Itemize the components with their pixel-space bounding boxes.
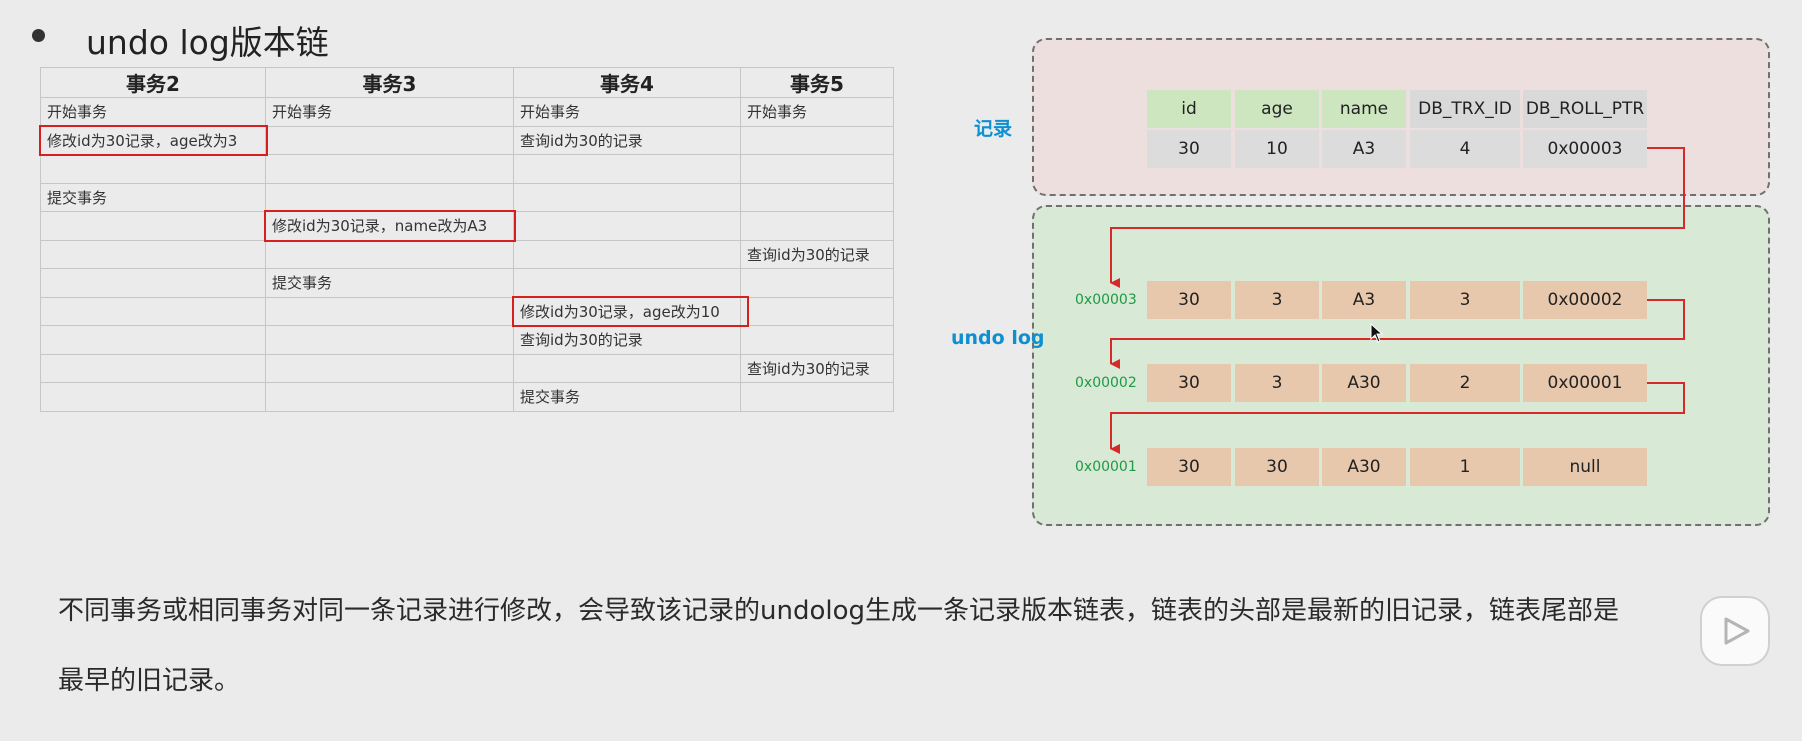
undo-entry-value: A3	[1322, 281, 1406, 319]
table-cell	[740, 296, 894, 326]
table-cell	[265, 296, 514, 326]
table-cell: 提交事务	[513, 382, 741, 412]
record-value: A3	[1322, 130, 1406, 168]
cell-text: 开始事务	[520, 103, 581, 122]
cell-text: 修改id为30记录，name改为A3	[272, 217, 488, 236]
table-cell	[513, 182, 741, 212]
cell-text: 提交事务	[520, 388, 581, 407]
cursor-icon	[1370, 323, 1384, 343]
undo-entry-address: 0x00002	[1075, 375, 1137, 391]
table-cell: 查询id为30的记录	[740, 239, 894, 269]
table-cell	[265, 125, 514, 155]
table-cell: 查询id为30的记录	[740, 353, 894, 383]
record-value: 30	[1147, 130, 1231, 168]
table-cell: 开始事务	[513, 97, 741, 127]
table-cell: 开始事务	[265, 97, 514, 127]
table-cell	[40, 353, 266, 383]
record-value: 4	[1410, 130, 1520, 168]
table-cell	[513, 268, 741, 298]
undo-entry-value: 3	[1410, 281, 1520, 319]
table-row: 提交事务	[40, 182, 894, 212]
cell-text: 修改id为30记录，age改为3	[47, 131, 238, 150]
cell-text: 提交事务	[47, 188, 108, 207]
cell-text: 查询id为30的记录	[520, 331, 643, 350]
arrow-0x00002-to-0x00001	[1110, 382, 1685, 454]
table-cell	[740, 382, 894, 412]
undo-entry-value: A30	[1322, 448, 1406, 486]
record-column-header: age	[1235, 90, 1319, 128]
arrow-record-to-0x00003	[1110, 147, 1685, 288]
description-line-2: 最早的旧记录。	[58, 666, 241, 696]
undo-entry-value: 3	[1235, 364, 1319, 402]
arrow-0x00003-to-0x00002	[1110, 299, 1685, 369]
table-row: 提交事务	[40, 268, 894, 298]
table-cell	[513, 353, 741, 383]
page-title: undo log版本链	[86, 23, 329, 62]
undo-entry-value: 30	[1235, 448, 1319, 486]
play-button[interactable]	[1700, 596, 1770, 666]
undo-log-label: undo log	[951, 327, 1045, 349]
table-cell	[265, 382, 514, 412]
cell-text: 查询id为30的记录	[747, 359, 870, 378]
table-header: 事务2	[40, 67, 266, 98]
table-cell: 查询id为30的记录	[513, 125, 741, 155]
cell-text: 修改id为30记录，age改为10	[520, 302, 720, 321]
table-cell	[40, 325, 266, 355]
record-value: 10	[1235, 130, 1319, 168]
table-cell	[40, 382, 266, 412]
undo-entry-value: 3	[1235, 281, 1319, 319]
undo-entry-value: null	[1523, 448, 1647, 486]
undo-entry-address: 0x00001	[1075, 459, 1137, 475]
cell-text: 开始事务	[272, 103, 333, 122]
table-cell: 修改id为30记录，name改为A3	[264, 210, 516, 242]
undo-entry-value: 0x00001	[1523, 364, 1647, 402]
table-row	[40, 154, 894, 184]
undo-entry-value: 0x00002	[1523, 281, 1647, 319]
table-row: 查询id为30的记录	[40, 239, 894, 269]
record-column-header: DB_ROLL_PTR	[1523, 90, 1647, 128]
table-row: 查询id为30的记录	[40, 353, 894, 383]
description-line-1: 不同事务或相同事务对同一条记录进行修改，会导致该记录的undolog生成一条记录…	[58, 596, 1620, 626]
table-cell: 提交事务	[40, 182, 266, 212]
undo-entry-value: 2	[1410, 364, 1520, 402]
undo-entry-value: 30	[1147, 364, 1231, 402]
bullet-icon	[32, 29, 45, 42]
table-header: 事务4	[513, 67, 741, 98]
record-column-header: DB_TRX_ID	[1410, 90, 1520, 128]
undo-entry-value: A30	[1322, 364, 1406, 402]
record-label: 记录	[974, 118, 1013, 140]
table-cell	[740, 125, 894, 155]
undo-entry-value: 30	[1147, 281, 1231, 319]
table-cell	[265, 154, 514, 184]
table-cell	[740, 325, 894, 355]
table-cell	[265, 353, 514, 383]
table-row: 查询id为30的记录	[40, 325, 894, 355]
cell-text: 提交事务	[272, 274, 333, 293]
cell-text: 查询id为30的记录	[520, 131, 643, 150]
cell-text: 开始事务	[747, 103, 808, 122]
record-column-header: id	[1147, 90, 1231, 128]
undo-entry-value: 30	[1147, 448, 1231, 486]
table-cell: 查询id为30的记录	[513, 325, 741, 355]
table-row: 提交事务	[40, 382, 894, 412]
table-cell	[40, 154, 266, 184]
undo-entry-value: 1	[1410, 448, 1520, 486]
cell-text: 查询id为30的记录	[747, 245, 870, 264]
table-header: 事务3	[265, 67, 514, 98]
undo-entry-address: 0x00003	[1075, 292, 1137, 308]
play-icon	[1724, 617, 1750, 645]
record-value: 0x00003	[1523, 130, 1647, 168]
table-cell	[513, 154, 741, 184]
cell-text: 开始事务	[47, 103, 108, 122]
record-column-header: name	[1322, 90, 1406, 128]
table-header: 事务5	[740, 67, 894, 98]
